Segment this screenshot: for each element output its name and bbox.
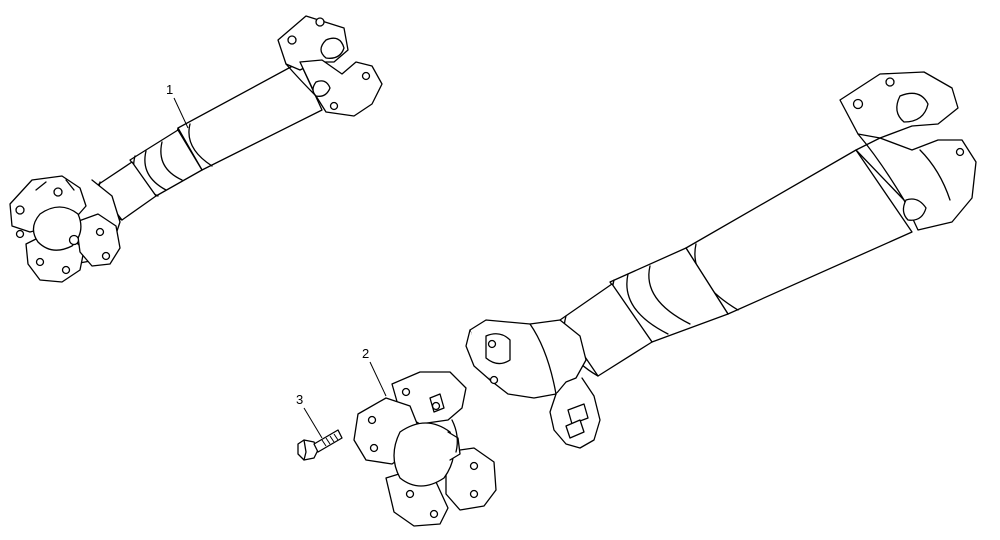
callout-1: 1: [166, 82, 189, 129]
small-shaft-rear-yoke: [277, 15, 383, 117]
large-driveshaft: [465, 71, 977, 449]
callout-label-1: 1: [166, 82, 173, 97]
callout-3: 3: [296, 392, 323, 439]
small-shaft-front-flange: [9, 175, 121, 283]
callout-label-3: 3: [296, 392, 303, 407]
small-shaft-tube: [177, 61, 323, 171]
callout-leader-1: [173, 97, 189, 129]
part-3-bolt: [297, 429, 343, 461]
callout-leader-2: [369, 361, 387, 397]
callout-leader-3: [303, 407, 323, 439]
part-2-flange-cross: [353, 371, 497, 527]
small-driveshaft: [9, 15, 383, 283]
callout-label-2: 2: [362, 346, 369, 361]
large-shaft-tube: [685, 149, 913, 315]
large-shaft-front-yoke: [465, 319, 601, 449]
callout-2: 2: [362, 346, 387, 397]
large-shaft-rear-yoke: [839, 71, 977, 231]
